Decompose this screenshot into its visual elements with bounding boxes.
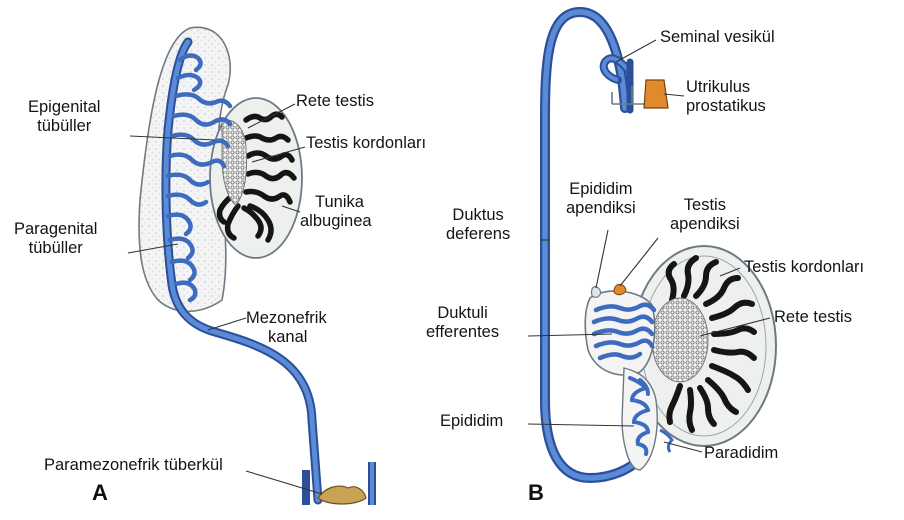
label-paragenital-line1: Paragenital bbox=[14, 220, 97, 239]
paramesonephric-tubercle bbox=[318, 486, 366, 504]
label-testis-apendiksi-line2: apendiksi bbox=[670, 215, 740, 234]
epididymis-appendix bbox=[592, 287, 601, 298]
label-tunika-albuginea: Tunika albuginea bbox=[300, 193, 372, 231]
label-mezonefrik-line2: kanal bbox=[246, 328, 327, 347]
label-testis-kordonlari-b: Testis kordonları bbox=[744, 258, 864, 277]
label-paragenital-line2: tübüller bbox=[14, 239, 97, 258]
label-paragenital: Paragenital tübüller bbox=[14, 220, 97, 258]
label-rete-testis-b: Rete testis bbox=[774, 308, 852, 327]
label-paradidim: Paradidim bbox=[704, 444, 778, 463]
label-seminal-vesikul: Seminal vesikül bbox=[660, 28, 775, 47]
label-duktuli-line1: Duktuli bbox=[426, 304, 499, 323]
rete-testis-b bbox=[652, 298, 708, 382]
label-duktuli-line2: efferentes bbox=[426, 323, 499, 342]
label-paramezonefrik-tuberkul: Paramezonefrik tüberkül bbox=[44, 456, 223, 475]
label-epigenital-line1: Epigenital bbox=[28, 98, 100, 117]
label-testis-apendiksi: Testis apendiksi bbox=[670, 196, 740, 234]
label-duktus-line1: Duktus bbox=[446, 206, 510, 225]
label-utrikulus-line2: prostatikus bbox=[686, 97, 766, 116]
label-utrikulus-prostatikus: Utrikulus prostatikus bbox=[686, 78, 766, 116]
label-epigenital: Epigenital tübüller bbox=[28, 98, 100, 136]
label-testis-kordonlari-a: Testis kordonları bbox=[306, 134, 426, 153]
label-tunika-line1: Tunika bbox=[300, 193, 372, 212]
label-mezonefrik-kanal: Mezonefrik kanal bbox=[246, 309, 327, 347]
label-epididim-apendiksi: Epididim apendiksi bbox=[566, 180, 636, 218]
label-duktuli-efferentes: Duktuli efferentes bbox=[426, 304, 499, 342]
label-duktus-deferens: Duktus deferens bbox=[446, 206, 510, 244]
label-testis-apendiksi-line1: Testis bbox=[670, 196, 740, 215]
label-mezonefrik-line1: Mezonefrik bbox=[246, 309, 327, 328]
label-utrikulus-line1: Utrikulus bbox=[686, 78, 766, 97]
label-rete-testis-a: Rete testis bbox=[296, 92, 374, 111]
label-epididim-apendiksi-line2: apendiksi bbox=[566, 199, 636, 218]
panel-label-a: A bbox=[92, 480, 108, 506]
panel-label-b: B bbox=[528, 480, 544, 506]
label-tunika-line2: albuginea bbox=[300, 212, 372, 231]
label-duktus-line2: deferens bbox=[446, 225, 510, 244]
label-epididim-apendiksi-line1: Epididim bbox=[566, 180, 636, 199]
label-epigenital-line2: tübüller bbox=[28, 117, 100, 136]
label-epididim: Epididim bbox=[440, 412, 503, 431]
